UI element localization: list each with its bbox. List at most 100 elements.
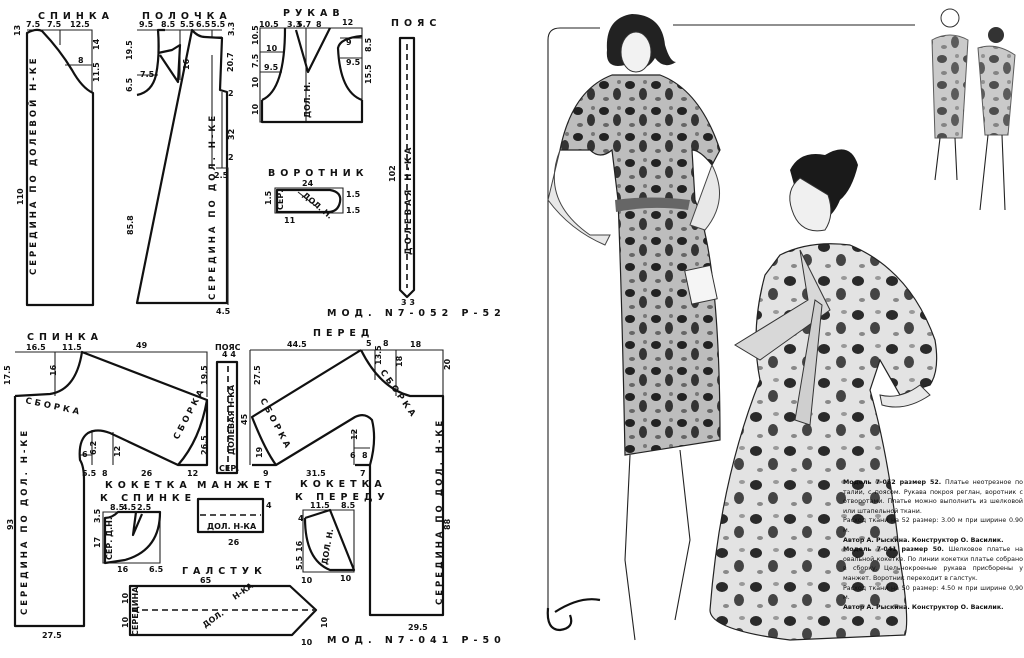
model-041-description: Шелковое платье на овальной кокетке. По …	[843, 546, 1023, 582]
title-yoke-front-041-2: К ПЕРЕДУ	[295, 492, 390, 503]
dimension-label: 18	[395, 355, 404, 367]
dimension-label: 8.5	[364, 37, 373, 52]
dimension-label: 27.5	[253, 365, 262, 385]
title-front-041: ПЕРЕД	[313, 328, 374, 339]
dimension-label: 5.5	[180, 20, 195, 29]
yoke-back-piece	[102, 510, 162, 565]
yoke-back-grain: СЕР. Д.Н.	[105, 517, 114, 560]
dimension-label: 20.7	[226, 52, 235, 72]
dimension-label: 4.5	[216, 307, 231, 316]
front-piece-052	[135, 28, 229, 305]
dimension-label: 7.5	[26, 20, 41, 29]
dimension-label: 5.7	[297, 20, 311, 29]
dimension-label: 16	[117, 565, 129, 574]
dimension-label: 8	[102, 469, 108, 478]
model-041-marks: МОД. N7-041 Р-50	[327, 635, 506, 646]
dimension-label: 12	[342, 18, 353, 27]
dimension-label: 3.5	[93, 508, 102, 523]
dimension-label: 11	[284, 216, 296, 225]
dimension-label: 10	[251, 76, 260, 88]
dimension-label: 6.5	[196, 20, 211, 29]
dimension-label: 5.5	[295, 555, 304, 570]
back-view-sketches	[931, 8, 1016, 211]
dimension-label: 11.5	[92, 62, 101, 82]
dimension-label: 7.5	[251, 53, 260, 68]
dimension-label: 93	[6, 519, 15, 530]
dimension-label: 16.5	[26, 343, 46, 352]
yoke-front-piece	[302, 508, 356, 573]
dimension-label: 7.5	[47, 20, 62, 29]
model-041-heading: Модель 7-041 размер 50.	[843, 546, 944, 554]
dimension-label: 85.8	[126, 215, 135, 235]
dimension-label: 2	[228, 89, 234, 98]
back-center-line-052: СЕРЕДИНА ПО ДОЛЕВОЙ Н-КЕ	[27, 55, 39, 275]
dimension-label: 10	[301, 638, 313, 647]
dimension-label: 6.5	[125, 77, 134, 92]
title-yoke-front-041: КОКЕТКА	[300, 479, 387, 490]
dimension-label: 9.5	[346, 58, 361, 67]
dimension-label: 9.5	[139, 20, 154, 29]
belt-center-041: СЕР.	[219, 464, 239, 473]
cuff-piece	[196, 497, 265, 534]
dimension-label: 5	[366, 339, 372, 348]
dimension-label: 8.5	[161, 20, 176, 29]
dimension-label: 12	[187, 469, 198, 478]
dimension-label: 1.5	[346, 206, 361, 215]
dimension-label: 44.5	[287, 340, 307, 349]
tie-grain: ДОЛ.	[201, 609, 226, 630]
model-052-fabric: Расход ткани на 52 размер: 3.00 м при ши…	[843, 517, 1023, 534]
dimension-label: 17.5	[3, 365, 12, 385]
dimension-label: 10.5	[259, 20, 279, 29]
model-052-heading: Модель 7-052 размер 52.	[843, 479, 942, 486]
dimension-label: 8	[78, 56, 84, 65]
model-052-marks: МОД. N7-052 Р-52	[327, 308, 506, 319]
model-041-figure	[709, 149, 938, 641]
dimension-label: 13.5	[374, 345, 383, 365]
dimension-label: 10.5	[251, 25, 260, 45]
title-back-041: СПИНКА	[27, 332, 103, 343]
dimension-label: 15.5	[364, 64, 373, 84]
back-center-line-041: СЕРЕДИНА ПО ДОЛ. Н-КЕ	[20, 428, 30, 615]
dimension-label: 1.5	[264, 190, 273, 205]
front-piece-041	[249, 349, 445, 617]
back-piece-052	[25, 28, 95, 307]
dimension-label: 88	[443, 518, 452, 530]
belt-grain-052: ДОЛЕВАЯ Н-КА	[404, 145, 414, 255]
title-yoke-back-041: КОКЕТКА	[105, 480, 192, 491]
dimension-label: 14	[92, 38, 101, 50]
dimension-label: 19.5	[125, 40, 134, 60]
dimension-label: 49	[136, 341, 148, 350]
dimension-label: 27.5	[42, 631, 62, 640]
belt-piece-052	[398, 36, 416, 299]
dimension-label: 16	[182, 58, 191, 70]
dimension-label: 7	[360, 469, 366, 478]
yoke-front-grain: ДОЛ. Н.	[320, 528, 335, 565]
dimension-label: 24	[302, 179, 314, 188]
gather-label: СБОРКА	[378, 368, 419, 421]
title-belt-052: ПОЯС	[391, 18, 441, 29]
title-back-052: СПИНКА	[38, 11, 114, 22]
dimension-label: 13	[13, 25, 22, 36]
dimension-label: 6	[350, 451, 356, 460]
dimension-label: 31.5	[306, 469, 326, 478]
dimension-label: 12	[350, 429, 359, 440]
cuff-grain: ДОЛ. Н-КА	[207, 522, 257, 531]
dimension-label: 19.5	[200, 365, 209, 385]
pattern-041	[13, 349, 445, 637]
dimension-label: 10	[266, 44, 278, 53]
dimension-label: 11.5	[310, 501, 330, 510]
title-cuff-041: МАНЖЕТ	[197, 480, 276, 491]
model-041-author: Автор А. Рыскина. Конструктор О. Василик…	[843, 603, 1004, 611]
dimension-label: 2.5	[137, 503, 152, 512]
title-tie-041: ГАЛСТУК	[182, 566, 267, 577]
dimension-label: 9.5	[264, 63, 279, 72]
model-description: Модель 7-052 размер 52. Платье неотрезно…	[843, 478, 1023, 612]
dimension-label: 10	[340, 574, 352, 583]
dimension-label: 32	[227, 129, 236, 140]
back-piece-041	[13, 350, 209, 628]
belt-piece-041	[215, 360, 239, 475]
dimension-label: 10	[121, 616, 130, 628]
dimension-label: 26	[141, 469, 153, 478]
dimension-label: 3.3	[227, 22, 236, 36]
